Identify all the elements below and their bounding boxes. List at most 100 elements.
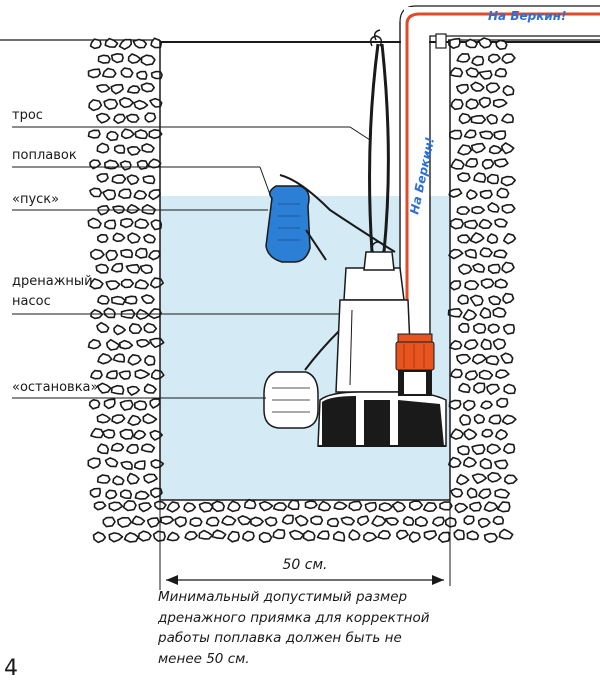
gravel-stone bbox=[317, 500, 332, 512]
gravel-stone bbox=[448, 188, 463, 198]
gravel-stone bbox=[96, 173, 109, 183]
gravel-stone bbox=[126, 85, 141, 94]
caption: Минимальный допустимый размер дренажного… bbox=[158, 587, 488, 669]
gravel-stone bbox=[471, 444, 486, 455]
gravel-stone bbox=[205, 516, 220, 527]
gravel-stone bbox=[457, 172, 471, 183]
gravel-stone bbox=[459, 414, 472, 426]
gravel-stone bbox=[408, 531, 421, 543]
gravel-stone bbox=[149, 429, 163, 441]
gravel-stone bbox=[498, 528, 514, 540]
gravel-stone bbox=[463, 515, 475, 526]
discharge-pipe bbox=[399, 5, 600, 340]
gravel-stone bbox=[464, 370, 479, 381]
gravel-stone bbox=[126, 385, 140, 396]
drainage-pump bbox=[317, 251, 447, 447]
gravel-stone bbox=[119, 160, 132, 171]
gravel-stone bbox=[348, 529, 361, 541]
gravel-stone bbox=[129, 323, 143, 334]
gravel-stone bbox=[464, 219, 479, 230]
gravel-stone bbox=[96, 142, 110, 154]
gravel-stone bbox=[444, 516, 457, 528]
gravel-stone bbox=[111, 295, 126, 306]
gravel-stone bbox=[103, 398, 116, 410]
gravel-stone bbox=[139, 264, 153, 275]
dimension-label: 50 см. bbox=[282, 557, 328, 573]
gravel-stone bbox=[104, 37, 119, 48]
gravel-stone bbox=[469, 232, 485, 244]
gravel-stone bbox=[481, 159, 495, 170]
gravel-stone bbox=[477, 517, 491, 529]
gravel-stone bbox=[463, 129, 477, 139]
gravel-stone bbox=[96, 382, 112, 394]
gravel-stone bbox=[465, 98, 479, 110]
gravel-stone bbox=[479, 307, 492, 319]
gravel-stone bbox=[304, 500, 318, 510]
gravel-stone bbox=[465, 67, 480, 78]
gravel-stone bbox=[105, 489, 118, 500]
gravel-stone bbox=[450, 368, 463, 379]
gravel-stone bbox=[96, 474, 111, 484]
gravel-stone bbox=[492, 338, 507, 351]
gravel-stone bbox=[472, 322, 487, 334]
gravel-stone bbox=[127, 232, 141, 244]
gravel-stone bbox=[458, 263, 473, 275]
brand-text-horizontal: На Беркин! bbox=[488, 9, 567, 23]
gravel-stone bbox=[118, 339, 134, 350]
gravel-stone bbox=[138, 502, 152, 513]
gravel-stone bbox=[148, 250, 161, 261]
gravel-stone bbox=[132, 38, 148, 49]
label-start: «пуск» bbox=[12, 192, 60, 207]
gravel-stone bbox=[450, 98, 464, 111]
gravel-stone bbox=[166, 531, 180, 542]
gravel-stone bbox=[464, 248, 477, 259]
gravel-stone bbox=[211, 500, 225, 513]
gravel-stone bbox=[310, 515, 324, 526]
gravel-stone bbox=[88, 99, 103, 112]
gravel-stone bbox=[149, 398, 161, 409]
gravel-stone bbox=[136, 70, 148, 80]
stop-float-cable bbox=[304, 329, 341, 371]
gravel-stone bbox=[456, 474, 470, 486]
gravel-stone bbox=[112, 353, 126, 363]
gravel-stone bbox=[108, 532, 124, 543]
gravel-stone bbox=[473, 382, 486, 394]
gravel-stone bbox=[141, 204, 157, 215]
gravel-stone bbox=[500, 175, 516, 187]
gravel-stone bbox=[504, 474, 518, 485]
caption-line: работы поплавка должен быть не bbox=[158, 630, 402, 646]
pit-outline bbox=[159, 40, 451, 501]
gravel-stone bbox=[90, 248, 105, 261]
gravel-stone bbox=[503, 383, 517, 395]
gravel-stone bbox=[487, 202, 500, 213]
gravel-stone bbox=[302, 529, 316, 542]
label-pump-line1: дренажный bbox=[12, 274, 93, 289]
gravel-stone bbox=[95, 112, 111, 124]
gravel-stone bbox=[183, 502, 197, 513]
gravel-stone bbox=[272, 502, 288, 512]
gravel-stone bbox=[140, 82, 155, 93]
gravel-stone bbox=[469, 294, 484, 307]
gravel-stone bbox=[119, 217, 134, 229]
gravel-stone bbox=[136, 339, 151, 348]
gravel-stone bbox=[500, 142, 515, 155]
gravel-stone bbox=[485, 82, 501, 94]
gravel-stone bbox=[396, 529, 409, 540]
gravel-stone bbox=[495, 429, 508, 441]
gravel-stone bbox=[463, 428, 478, 441]
gravel-stone bbox=[447, 308, 463, 318]
gravel-stone bbox=[437, 531, 451, 543]
page-number: 4 bbox=[4, 656, 18, 681]
gravel-stone bbox=[432, 516, 445, 527]
gravel-stone bbox=[106, 338, 121, 351]
gravel-stone bbox=[463, 339, 479, 351]
gravel-stone bbox=[449, 129, 463, 140]
caption-line: Минимальный допустимый размер bbox=[158, 589, 408, 605]
gravel-stone bbox=[463, 399, 476, 412]
gravel-stone bbox=[133, 99, 149, 110]
gravel-stone bbox=[134, 279, 150, 290]
gravel-stone bbox=[198, 529, 213, 540]
gravel-stone bbox=[497, 501, 511, 513]
gravel-stone bbox=[494, 67, 508, 78]
gravel-stone bbox=[142, 175, 156, 185]
